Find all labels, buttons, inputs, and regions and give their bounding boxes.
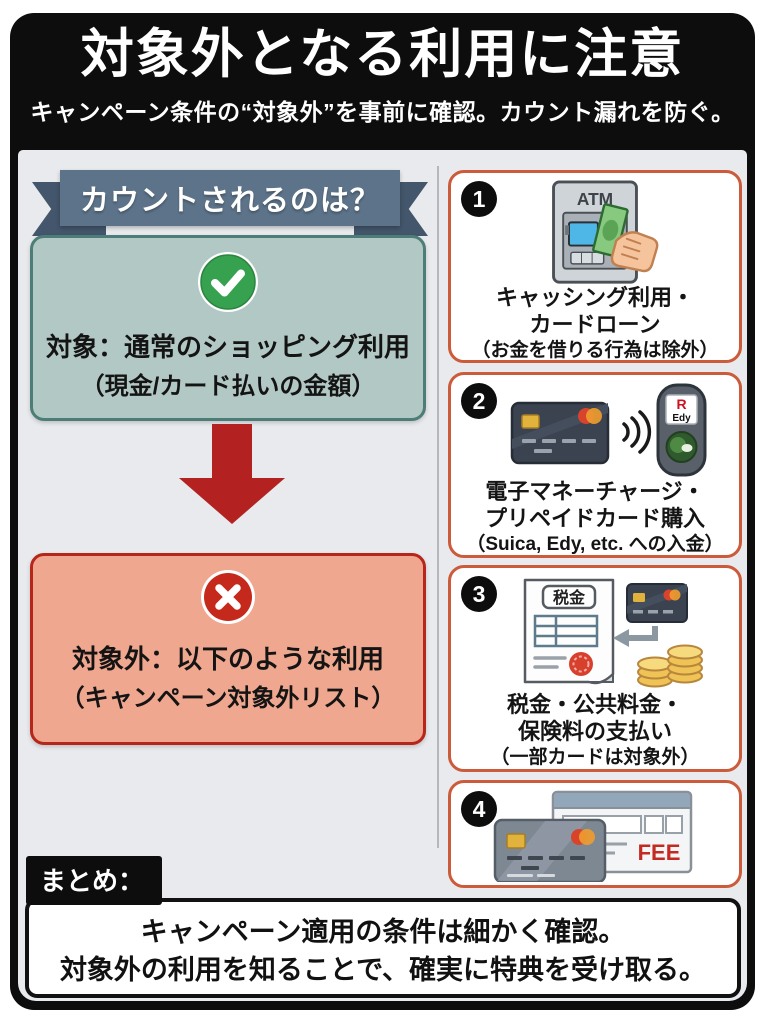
section-banner: カウントされるのは？ [32, 170, 428, 236]
excluded-box: 対象外：以下のような利用 （キャンペーン対象外リスト） [30, 553, 426, 745]
fee-label: FEE [638, 840, 681, 865]
right-column: 1 ATM [448, 150, 742, 1001]
infographic-poster: 対象外となる利用に注意 キャンペーン条件の“対象外”を事前に確認。カウント漏れを… [10, 13, 755, 1010]
eligible-box: 対象：通常のショッピング利用 （現金/カード払いの金額） [30, 235, 426, 421]
summary-line2: 対象外の利用を知ることで、確実に特典を受け取る。 [59, 955, 707, 986]
left-column: カウントされるのは？ 対象：通常のショッピング利用 （現金/カード払いの金額） [28, 150, 436, 1001]
edy-name-label: Edy [672, 413, 691, 424]
eligible-line1: 対象：通常のショッピング利用 [45, 332, 410, 362]
excluded-line1: 対象外：以下のような利用 [71, 644, 384, 674]
summary-line1: キャンペーン適用の条件は細かく確認。 [140, 917, 626, 947]
check-circle-icon [198, 252, 258, 312]
content-panel: カウントされるのは？ 対象：通常のショッピング利用 （現金/カード払いの金額） [18, 150, 747, 1001]
tax-label: 税金 [553, 588, 586, 607]
card-fee-icon: FEE [493, 790, 693, 882]
card-line2: プリペイドカード購入 [484, 505, 705, 531]
page-title: 対象外となる利用に注意 [80, 25, 685, 84]
tax-payment-icon: 税金 [523, 578, 703, 688]
down-arrow-icon [28, 424, 436, 524]
eligible-line2: （現金/カード払いの金額） [80, 373, 376, 400]
banner-label: カウントされるのは？ [60, 170, 400, 226]
atm-cash-icon: ATM [552, 180, 659, 284]
number-badge: 1 [461, 181, 497, 217]
card-line1: 電子マネーチャージ・ [485, 479, 705, 504]
number-badge: 4 [461, 791, 497, 827]
summary-label: まとめ： [26, 856, 163, 905]
exclusion-card-emoney: 2 [448, 372, 742, 558]
card-line2: カードローン [529, 311, 661, 337]
page-subtitle: キャンペーン条件の“対象外”を事前に確認。カウント漏れを防ぐ。 [30, 98, 735, 125]
emoney-charge-icon: R Edy [510, 383, 707, 477]
card-line2: 保険料の支払い [517, 718, 672, 744]
card-line1: 税金・公共料金・ [506, 692, 683, 717]
card-note: （Suica, Edy, etc. への入金） [466, 533, 724, 555]
edy-brand-label: R [676, 396, 686, 412]
exclusion-card-tax: 3 税金 [448, 565, 742, 772]
excluded-line2: （キャンペーン対象外リスト） [60, 685, 396, 712]
number-badge: 3 [461, 576, 497, 612]
card-note: （一部カードは対象外） [490, 746, 700, 768]
summary-box: キャンペーン適用の条件は細かく確認。 対象外の利用を知ることで、確実に特典を受け… [25, 898, 741, 998]
nfc-waves-icon [622, 410, 652, 454]
coins-icon [637, 644, 703, 688]
x-circle-icon [201, 570, 255, 624]
exclusion-card-fee: 4 FEE [448, 780, 742, 888]
header: 対象外となる利用に注意 キャンペーン条件の“対象外”を事前に確認。カウント漏れを… [10, 25, 755, 127]
number-badge: 2 [461, 383, 497, 419]
card-line1: キャッシング利用・ [495, 285, 694, 310]
column-divider [437, 166, 439, 848]
credit-card-icon [626, 583, 688, 623]
gray-card-icon [493, 818, 607, 882]
card-note: （お金を借りる行為は除外） [471, 339, 719, 361]
exclusion-card-cashing: 1 ATM [448, 170, 742, 363]
